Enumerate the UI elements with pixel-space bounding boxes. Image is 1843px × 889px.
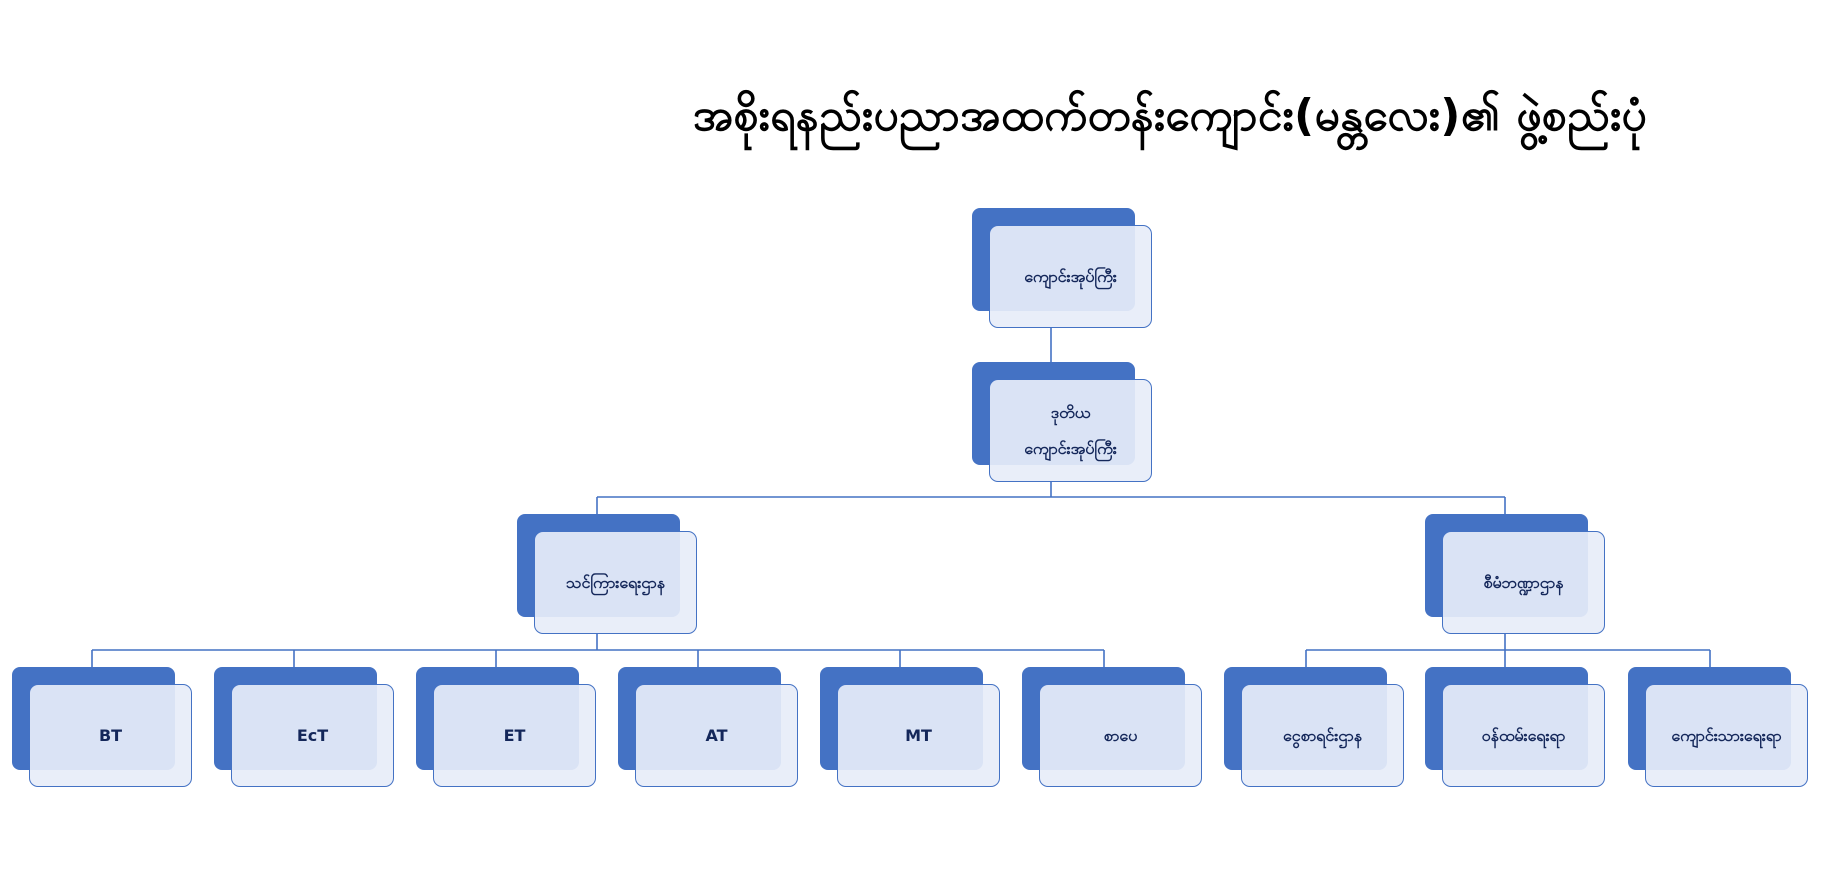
node-finance-box: ငွေစာရင်းဌာန xyxy=(1241,684,1404,787)
node-principal-label: ကျောင်းအုပ်ကြီး xyxy=(1024,266,1117,286)
node-sape-box: စာပေ xyxy=(1039,684,1202,787)
node-et-box: ET xyxy=(433,684,596,787)
node-bt-box: BT xyxy=(29,684,192,787)
node-ect-box: EcT xyxy=(231,684,394,787)
node-teaching-dept-box: သင်ကြားရေးဌာန xyxy=(534,531,697,634)
node-mt-label: MT xyxy=(905,725,932,745)
node-teaching-dept-label: သင်ကြားရေးဌာန xyxy=(566,572,665,592)
node-mt-box: MT xyxy=(837,684,1000,787)
node-admin-dept-label: စီမံဘဏ္ဍာဌာန xyxy=(1483,572,1564,592)
node-sape-label: စာပေ xyxy=(1103,725,1138,745)
node-student-affairs-box: ကျောင်းသားရေးရာ xyxy=(1645,684,1808,787)
node-vice-principal-label: ဒုတိယ ကျောင်းအုပ်ကြီး xyxy=(1024,402,1117,458)
node-et-label: ET xyxy=(503,725,526,745)
node-staff-affairs-label: ဝန်ထမ်းရေးရာ xyxy=(1481,725,1566,745)
node-vice-principal-box: ဒုတိယ ကျောင်းအုပ်ကြီး xyxy=(989,379,1152,482)
node-admin-dept-box: စီမံဘဏ္ဍာဌာန xyxy=(1442,531,1605,634)
node-principal-box: ကျောင်းအုပ်ကြီး xyxy=(989,225,1152,328)
node-bt-label: BT xyxy=(98,725,123,745)
diagram-title: အစိုးရနည်းပညာအထက်တန်းကျောင်း(မန္တလေး)၏ ဖ… xyxy=(692,90,1648,141)
node-finance-label: ငွေစာရင်းဌာန xyxy=(1283,725,1362,745)
node-student-affairs-label: ကျောင်းသားရေးရာ xyxy=(1671,725,1782,745)
node-staff-affairs-box: ဝန်ထမ်းရေးရာ xyxy=(1442,684,1605,787)
node-at-label: AT xyxy=(705,725,728,745)
node-at-box: AT xyxy=(635,684,798,787)
node-ect-label: EcT xyxy=(296,725,329,745)
